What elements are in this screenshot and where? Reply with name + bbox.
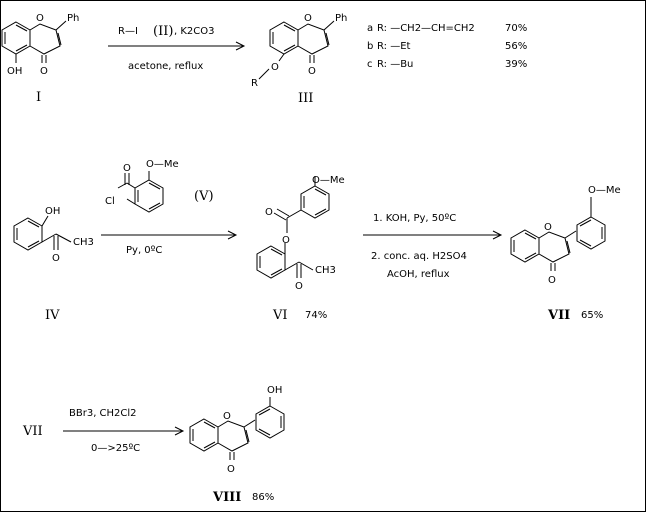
reagent-V: O—Me Cl O (V) — [105, 159, 214, 213]
reagent-k2co3: , K2CO3 — [174, 26, 215, 37]
atom-O-Me: O—Me — [146, 159, 179, 170]
yield-VI: 74% — [305, 310, 327, 321]
atom-O: O — [223, 411, 231, 422]
atom-OH: OH — [45, 206, 60, 217]
compound-VII: O O—Me O VII 65% — [510, 185, 621, 323]
atom-R: R — [251, 78, 258, 89]
atom-O: O — [271, 62, 279, 73]
compound-label-VIII: VIII — [212, 490, 241, 505]
compound-I: O Ph OH O I — [1, 13, 79, 105]
compound-label-I: I — [36, 90, 41, 105]
condition-step-1: 1. KOH, Py, 50ºC — [373, 213, 456, 224]
variant-yield: 39% — [505, 59, 527, 70]
reagent-bbr3: BBr3, CH2Cl2 — [69, 408, 137, 419]
atom-O: O — [265, 207, 273, 218]
yield-VII: 65% — [581, 310, 603, 321]
atom-OH: OH — [267, 385, 282, 396]
atom-Ph: Ph — [67, 13, 79, 24]
variant-group: R: —Bu — [377, 59, 413, 70]
reagent-RI: R—I — [118, 26, 138, 37]
atom-O-Me: O—Me — [312, 175, 345, 186]
atom-Cl: Cl — [105, 196, 115, 207]
compound-VI: O—Me O O CH3 O VI 74% — [256, 175, 345, 323]
atom-O: O — [227, 464, 235, 475]
atom-O: O — [304, 13, 312, 24]
compound-label-VII: VII — [547, 308, 570, 323]
compound-label-VII-start: VII — [22, 424, 43, 439]
variant-group: R: —CH2—CH=CH2 — [377, 23, 475, 34]
conditions-acetone: acetone, reflux — [128, 61, 203, 72]
variant-yield: 70% — [505, 23, 527, 34]
variant-group: R: —Et — [377, 41, 411, 52]
atom-OH: OH — [7, 66, 22, 77]
atom-O: O — [295, 281, 303, 292]
conditions-temp: 0—>25ºC — [91, 443, 140, 454]
atom-O: O — [544, 222, 552, 233]
compound-label-IV: IV — [45, 308, 60, 323]
atom-CH3: CH3 — [73, 237, 94, 248]
variant-letter: c — [367, 59, 373, 70]
variant-yield: 56% — [505, 41, 527, 52]
reagent-code-V: (V) — [194, 189, 214, 204]
atom-O: O — [123, 163, 131, 174]
conditions-py: Py, 0ºC — [126, 245, 162, 256]
yield-VIII: 86% — [252, 492, 274, 503]
atom-O-Me: O—Me — [588, 185, 621, 196]
atom-CH3: CH3 — [315, 265, 336, 276]
condition-step-3: AcOH, reflux — [387, 269, 450, 280]
atom-O: O — [36, 13, 44, 24]
atom-O: O — [282, 235, 290, 246]
r-variants-list: a R: —CH2—CH=CH2 70% b R: —Et 56% c R: —… — [367, 23, 527, 70]
condition-step-2: 2. conc. aq. H2SO4 — [371, 251, 467, 262]
atom-Ph: Ph — [335, 13, 347, 24]
atom-O: O — [548, 275, 556, 286]
compound-VIII: O OH O VIII 86% — [189, 385, 285, 505]
compound-III: O Ph O R O III — [251, 13, 347, 106]
variant-letter: a — [367, 23, 373, 34]
atom-O: O — [52, 253, 60, 264]
atom-O: O — [40, 66, 48, 77]
reaction-arrow-4: VII BBr3, CH2Cl2 0—>25ºC — [22, 408, 185, 454]
reaction-arrow-2: Py, 0ºC — [101, 230, 238, 256]
compound-label-VI: VI — [272, 308, 288, 323]
compound-IV: OH CH3 O IV — [13, 206, 94, 323]
reaction-arrow-1: R—I (II) , K2CO3 acetone, reflux — [108, 24, 246, 72]
variant-letter: b — [367, 41, 373, 52]
atom-O: O — [308, 66, 316, 77]
reaction-arrow-3: 1. KOH, Py, 50ºC 2. conc. aq. H2SO4 AcOH… — [363, 213, 503, 280]
compound-label-III: III — [298, 91, 313, 106]
reagent-code-II: (II) — [153, 24, 173, 39]
